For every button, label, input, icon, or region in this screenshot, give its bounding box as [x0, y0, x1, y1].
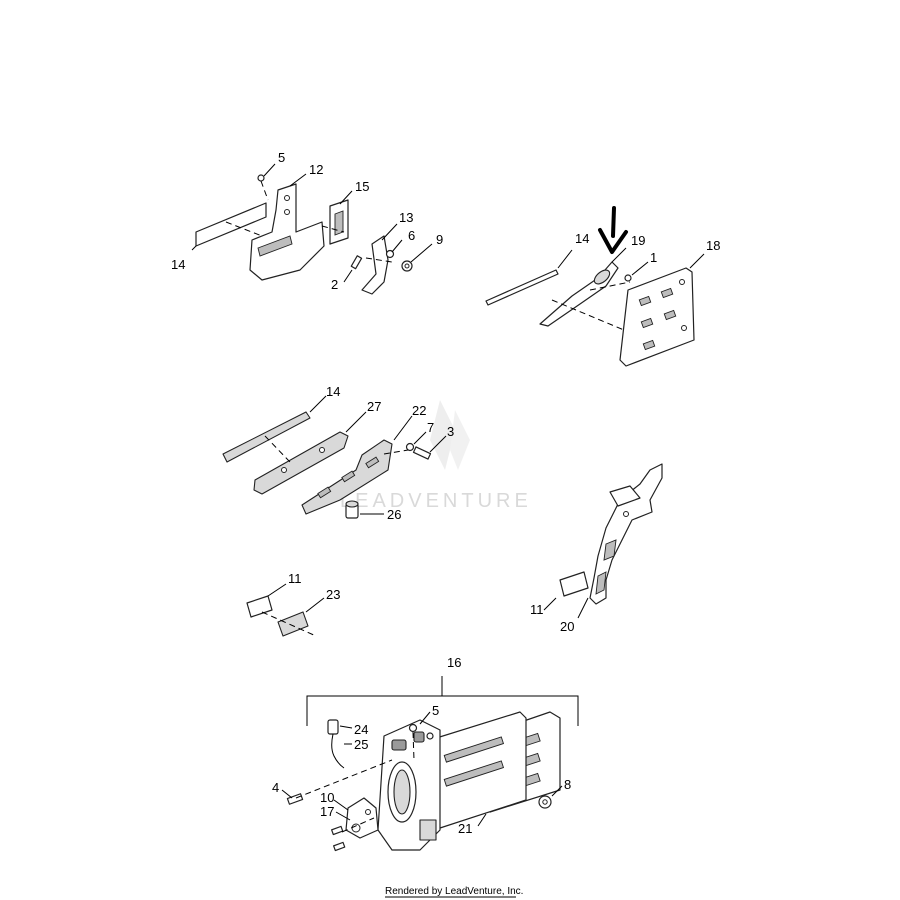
callout-4: 4 — [272, 780, 279, 795]
group-3-mount-assembly: 14 27 22 7 3 26 — [222, 384, 454, 522]
callout-17: 17 — [320, 804, 334, 819]
callout-24: 24 — [354, 722, 368, 737]
part-27-bracket — [253, 431, 349, 495]
part-4-screw-icon — [286, 793, 304, 805]
watermark-logo-icon — [430, 400, 470, 470]
part-1-screw-icon — [624, 274, 632, 282]
callout-2: 2 — [331, 277, 338, 292]
down-arrow-icon — [598, 206, 628, 254]
part-24-connector-icon — [327, 719, 339, 735]
callout-3: 3 — [447, 424, 454, 439]
callout-22: 22 — [412, 403, 426, 418]
callout-6: 6 — [408, 228, 415, 243]
screw-small-icon — [331, 825, 346, 852]
part-5-screw-b-icon — [408, 723, 418, 733]
callout-1: 1 — [650, 250, 657, 265]
callout-11-b: 11 — [530, 602, 544, 617]
group-6-main-assembly: 16 — [272, 655, 579, 852]
part-5-screw-icon — [257, 174, 265, 182]
washer-icon — [426, 732, 434, 740]
callout-9: 9 — [436, 232, 443, 247]
callout-11: 11 — [288, 571, 302, 586]
part-11-pad — [246, 595, 273, 618]
callout-20: 20 — [560, 619, 574, 634]
part-12-bracket — [249, 183, 325, 281]
callout-16: 16 — [447, 655, 461, 670]
part-9-nut-icon — [401, 260, 413, 272]
group-2-plate-assembly: 14 19 1 18 — [485, 206, 720, 367]
part-13-hook — [361, 235, 389, 295]
assembly-bracket-16 — [306, 676, 579, 726]
group-5-long-bracket: 11 20 — [530, 463, 663, 634]
part-3-bolt-icon — [412, 446, 432, 460]
callout-18: 18 — [706, 238, 720, 253]
callout-5-b: 5 — [432, 703, 439, 718]
callout-15: 15 — [355, 179, 369, 194]
part-14-rod — [485, 269, 559, 306]
watermark: LEADVENTURE — [340, 400, 532, 512]
watermark-text: LEADVENTURE — [340, 490, 532, 512]
callout-13: 13 — [399, 210, 413, 225]
part-23-pad — [277, 611, 309, 637]
callout-8: 8 — [564, 777, 571, 792]
callout-26: 26 — [387, 507, 401, 522]
callout-12: 12 — [309, 162, 323, 177]
callout-14-c: 14 — [326, 384, 340, 399]
callout-5: 5 — [278, 150, 285, 165]
callout-27: 27 — [367, 399, 381, 414]
callout-23: 23 — [326, 587, 340, 602]
part-6-washer-icon — [385, 249, 395, 259]
part-25-wire — [331, 733, 345, 769]
callout-19: 19 — [631, 233, 645, 248]
callout-10: 10 — [320, 790, 334, 805]
part-7-washer-icon — [405, 442, 415, 452]
part-20-bracket — [589, 463, 663, 605]
part-2-bolt-icon — [350, 255, 363, 270]
part-18-plate — [619, 267, 695, 367]
part-26-bushing-icon — [345, 500, 359, 519]
callout-21: 21 — [458, 821, 472, 836]
group-4-pad-assembly: 11 23 — [246, 571, 340, 637]
part-8-nut-icon — [538, 795, 552, 809]
callout-25: 25 — [354, 737, 368, 752]
callout-14-b: 14 — [575, 231, 589, 246]
group-1-bracket-assembly: 5 12 15 14 13 6 9 2 — [171, 150, 443, 295]
footer-credit: Rendered by LeadVenture, Inc. — [385, 886, 523, 897]
callout-14: 14 — [171, 257, 185, 272]
part-14-strip — [195, 202, 267, 247]
part-11-pad-b — [559, 571, 589, 597]
callout-7: 7 — [427, 420, 434, 435]
